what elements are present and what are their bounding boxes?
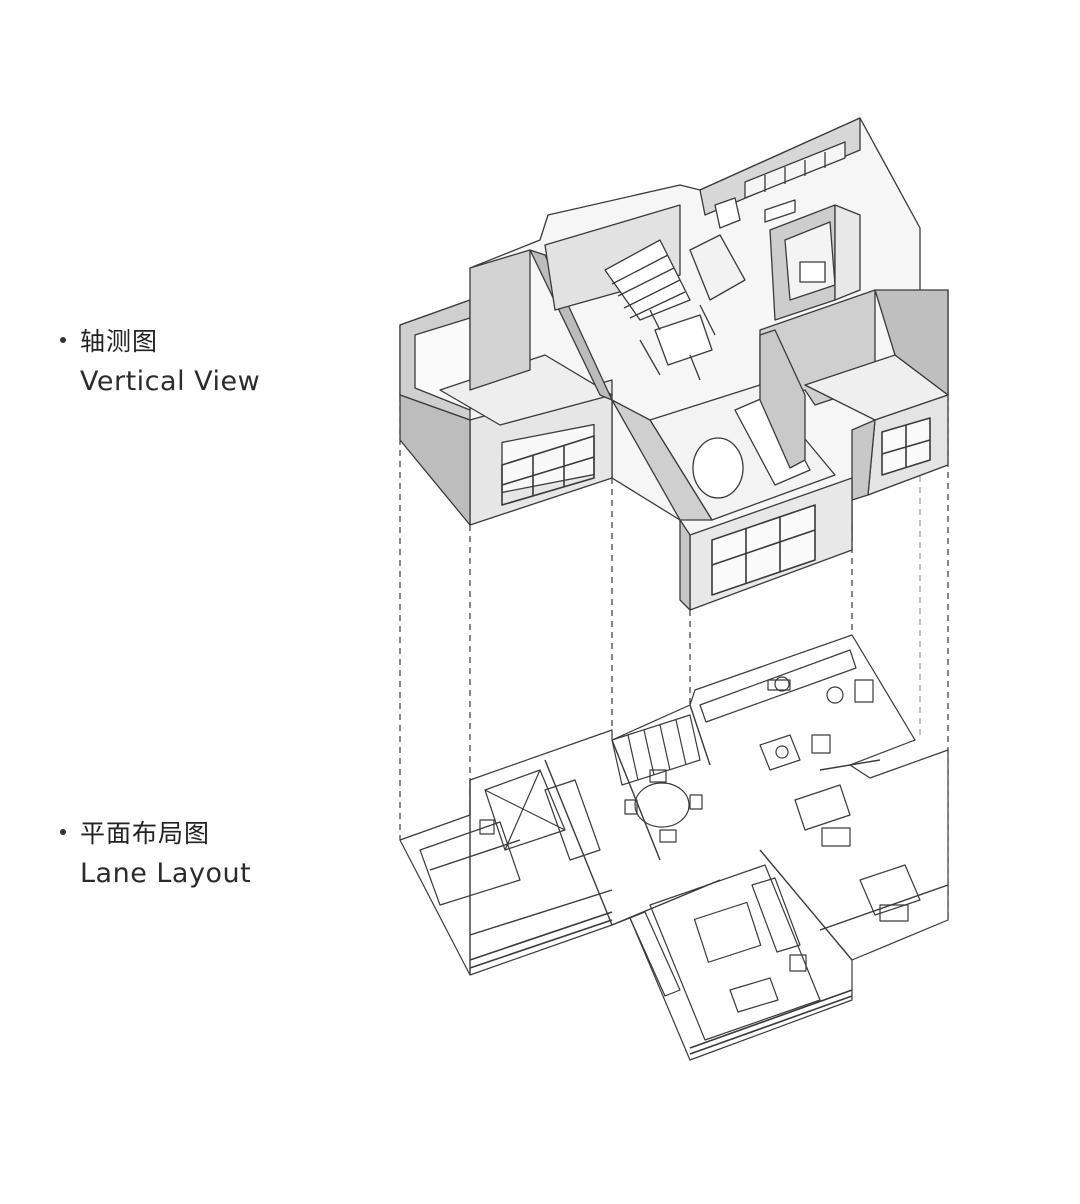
axo-left-bedroom bbox=[399, 299, 613, 526]
plan-bed bbox=[419, 821, 521, 906]
plan-kitchen-counter bbox=[699, 649, 857, 723]
plan-tv-console bbox=[629, 911, 681, 997]
axo-kitchen bbox=[699, 117, 861, 229]
legend-axonometric-cn: 轴测图 bbox=[80, 327, 159, 356]
plan-cabinet bbox=[544, 779, 601, 861]
plan-dining-table bbox=[634, 782, 690, 828]
axo-wall bbox=[469, 249, 531, 391]
plan-chair bbox=[659, 829, 677, 843]
axo-dining-table bbox=[639, 304, 716, 381]
plan-living-room bbox=[629, 864, 821, 1041]
plan-stairs bbox=[611, 714, 701, 786]
plan-bathroom-fixtures bbox=[759, 679, 874, 771]
plan-armchair bbox=[729, 977, 779, 1013]
bullet-icon bbox=[60, 337, 66, 343]
axo-left-window bbox=[501, 435, 595, 506]
axo-living-window bbox=[711, 504, 816, 596]
plan-right-bedroom bbox=[794, 784, 921, 922]
axo-right-window bbox=[881, 417, 931, 476]
legend-plan: 平面布局图 Lane Layout bbox=[60, 814, 251, 889]
plan-chair bbox=[689, 794, 703, 810]
plan-nightstand bbox=[479, 819, 495, 835]
legend-axonometric: 轴测图 Vertical View bbox=[60, 322, 260, 397]
legend-plan-en: Lane Layout bbox=[80, 858, 252, 889]
axo-coffee-table bbox=[692, 437, 744, 499]
plan-chair bbox=[649, 769, 667, 783]
legend-plan-cn: 平面布局图 bbox=[80, 819, 211, 848]
axo-staircase bbox=[604, 234, 746, 321]
legend-axonometric-en: Vertical View bbox=[80, 366, 261, 397]
plan-windows bbox=[469, 911, 853, 1055]
floor-plan bbox=[399, 634, 949, 1061]
axonometric-model bbox=[399, 117, 949, 611]
axo-wall bbox=[759, 329, 806, 469]
plan-sofa bbox=[751, 877, 801, 953]
plan-coffee-table bbox=[693, 901, 762, 963]
plan-walls bbox=[429, 704, 949, 975]
plan-side-table bbox=[789, 954, 807, 972]
axo-bathroom bbox=[769, 204, 861, 321]
bullet-icon bbox=[60, 829, 66, 835]
plan-outline bbox=[399, 634, 949, 1061]
plan-chair bbox=[624, 799, 638, 815]
